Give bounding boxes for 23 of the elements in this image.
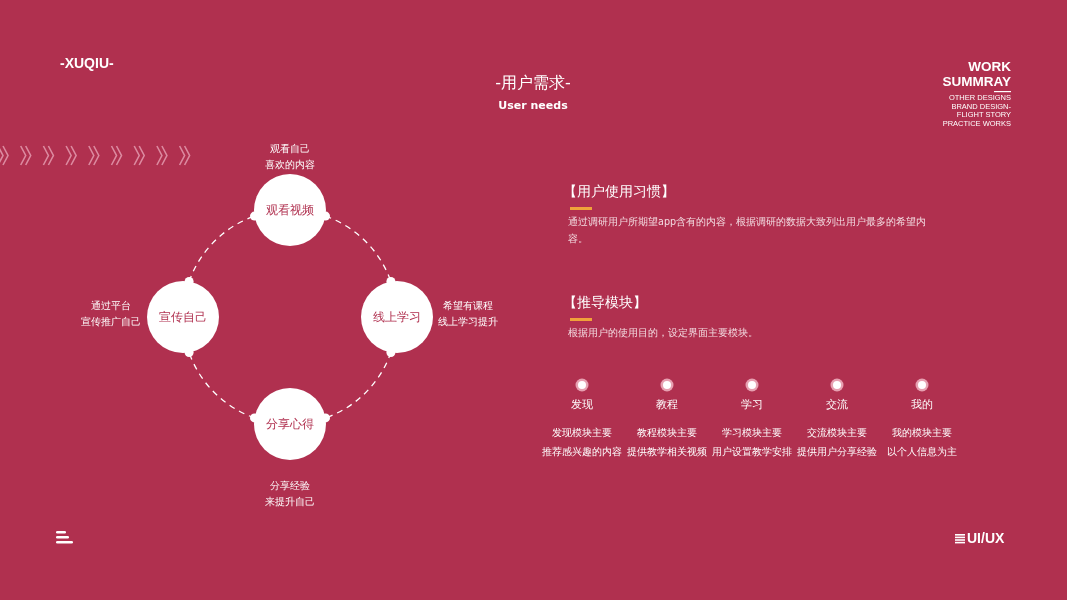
module-title: 发现 <box>571 397 593 412</box>
module-description: 发现模块主要推荐感兴趣的内容 <box>542 426 622 459</box>
module-description: 交流模块主要提供用户分享经验 <box>797 426 877 459</box>
paragraph: 根据用户的使用目的，设定界面主要模块。 <box>568 326 758 340</box>
title: -用户需求- <box>495 73 571 94</box>
node-caption: 分享经验来提升自己 <box>265 479 315 509</box>
footer-text: UI/UX <box>967 530 1005 546</box>
module-title: 学习 <box>741 397 763 412</box>
module-title: 交流 <box>826 397 848 412</box>
subtitle: User needs <box>498 99 568 112</box>
module-description: 我的模块主要以个人信息为主 <box>887 426 957 459</box>
paragraph: 通过调研用户所期望app含有的内容，根据调研的数据大致列出用户最多的希望内容。 <box>568 215 928 246</box>
module-description: 教程模块主要提供教学相关视频 <box>627 426 707 459</box>
section-heading: 【推导模块】 <box>563 294 647 312</box>
module-description: 学习模块主要用户设置教学安排 <box>712 426 792 459</box>
module-title: 教程 <box>656 397 678 412</box>
node-caption: 观看自己喜欢的内容 <box>265 142 315 172</box>
module-title: 我的 <box>911 397 933 412</box>
heading: WORK SUMMRAY <box>941 59 1011 89</box>
node-caption: 通过平台宣传推广自己 <box>81 299 141 329</box>
brand-title: -XUQIU- <box>60 55 114 71</box>
section-heading: 【用户使用习惯】 <box>563 183 675 201</box>
node-caption: 希望有课程线上学习提升 <box>438 299 498 329</box>
